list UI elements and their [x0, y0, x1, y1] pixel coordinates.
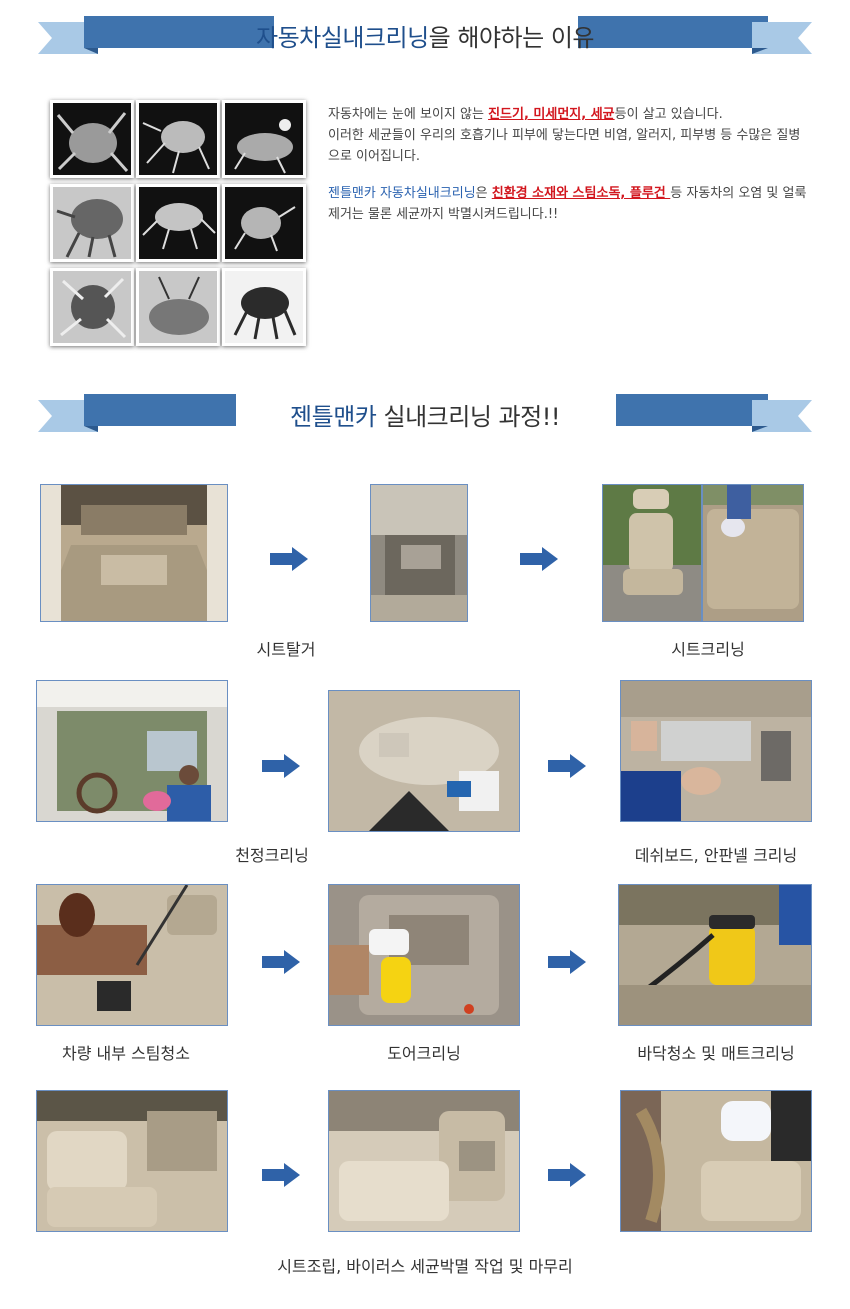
- caption-floor-cleaning: 바닥청소 및 매트크리닝: [637, 1044, 795, 1063]
- photo-virus-sterilization: [620, 1090, 812, 1232]
- intro-text: 이러한 세균들이 우리의 호흡기나 피부에 닿는다면 비염, 알러지, 피부병 …: [328, 128, 801, 143]
- photo-steam-cleaning: [36, 884, 228, 1026]
- intro-text: 자동차에는 눈에 보이지 않는: [328, 107, 489, 122]
- intro-paragraph-2: 젠틀맨카 자동차실내크리닝은 친환경 소재와 스팀소독, 플루건 등 자동차의 …: [328, 183, 808, 225]
- mite-image: [136, 100, 220, 178]
- mite-image: [50, 268, 134, 346]
- mite-image: [222, 268, 306, 346]
- caption-ceiling-cleaning: 천정크리닝: [235, 846, 309, 865]
- intro-text: 은: [475, 186, 492, 201]
- mite-image: [222, 100, 306, 178]
- intro-text: 제거는 물론 세균까지 박멸시켜드립니다.!!: [328, 207, 559, 222]
- section1-title-rest: 을 해야하는 이유: [428, 24, 595, 52]
- photo-ceiling-cleaning-1: [36, 680, 228, 822]
- mite-image: [136, 268, 220, 346]
- caption-dashboard-cleaning: 데쉬보드, 안판넬 크리닝: [634, 846, 798, 865]
- intro-highlight-red: 친환경 소재와 스팀소독, 플루건: [491, 186, 671, 201]
- arrow-right-icon: [520, 547, 558, 571]
- photo-floor-cleaning: [618, 884, 812, 1026]
- photo-seat-cleaning-2: [702, 484, 804, 622]
- photo-seat-assembled: [328, 1090, 520, 1232]
- photo-seat-assembly: [36, 1090, 228, 1232]
- section2-title-highlight: 젠틀맨카: [290, 403, 377, 431]
- photo-ceiling-cleaning-2: [328, 690, 520, 832]
- section2-title: 젠틀맨카 실내크리닝 과정!!: [0, 397, 850, 432]
- section1-title: 자동차실내크리닝을 해야하는 이유: [0, 18, 850, 53]
- arrow-right-icon: [262, 1163, 300, 1187]
- arrow-right-icon: [262, 754, 300, 778]
- intro-text: 으로 이어집니다.: [328, 149, 420, 164]
- photo-seat-cleaning-1: [602, 484, 702, 622]
- arrow-right-icon: [548, 950, 586, 974]
- mite-image: [136, 184, 220, 262]
- intro-highlight-blue: 젠틀맨카 자동차실내크리닝: [328, 186, 476, 201]
- photo-door-cleaning: [328, 884, 520, 1026]
- caption-door-cleaning: 도어크리닝: [387, 1044, 461, 1063]
- intro-paragraph-1: 자동차에는 눈에 보이지 않는 진드기, 미세먼지, 세균등이 살고 있습니다.…: [328, 104, 808, 167]
- section2-title-rest: 실내크리닝 과정!!: [376, 403, 561, 431]
- caption-seat-cleaning: 시트크리닝: [671, 640, 745, 659]
- caption-seat-removal: 시트탈거: [256, 640, 316, 659]
- ribbon-graphic: [38, 394, 812, 432]
- intro-text: 등 자동차의 오염 및 얼룩: [670, 186, 807, 201]
- caption-steam-cleaning: 차량 내부 스팀청소: [62, 1044, 190, 1063]
- arrow-right-icon: [548, 1163, 586, 1187]
- section1-title-highlight: 자동차실내크리닝: [256, 24, 429, 52]
- caption-finish: 시트조립, 바이러스 세균박멸 작업 및 마무리: [277, 1257, 573, 1276]
- mite-image: [50, 100, 134, 178]
- photo-dashboard-cleaning: [620, 680, 812, 822]
- intro-highlight-red: 진드기, 미세먼지, 세균: [488, 107, 615, 122]
- photo-seat-removal-detail: [370, 484, 468, 622]
- arrow-right-icon: [548, 754, 586, 778]
- intro-text: 등이 살고 있습니다.: [614, 107, 723, 122]
- ribbon-graphic: [38, 16, 812, 54]
- arrow-right-icon: [262, 950, 300, 974]
- arrow-right-icon: [270, 547, 308, 571]
- mite-image: [50, 184, 134, 262]
- mite-image: [222, 184, 306, 262]
- photo-seat-removal: [40, 484, 228, 622]
